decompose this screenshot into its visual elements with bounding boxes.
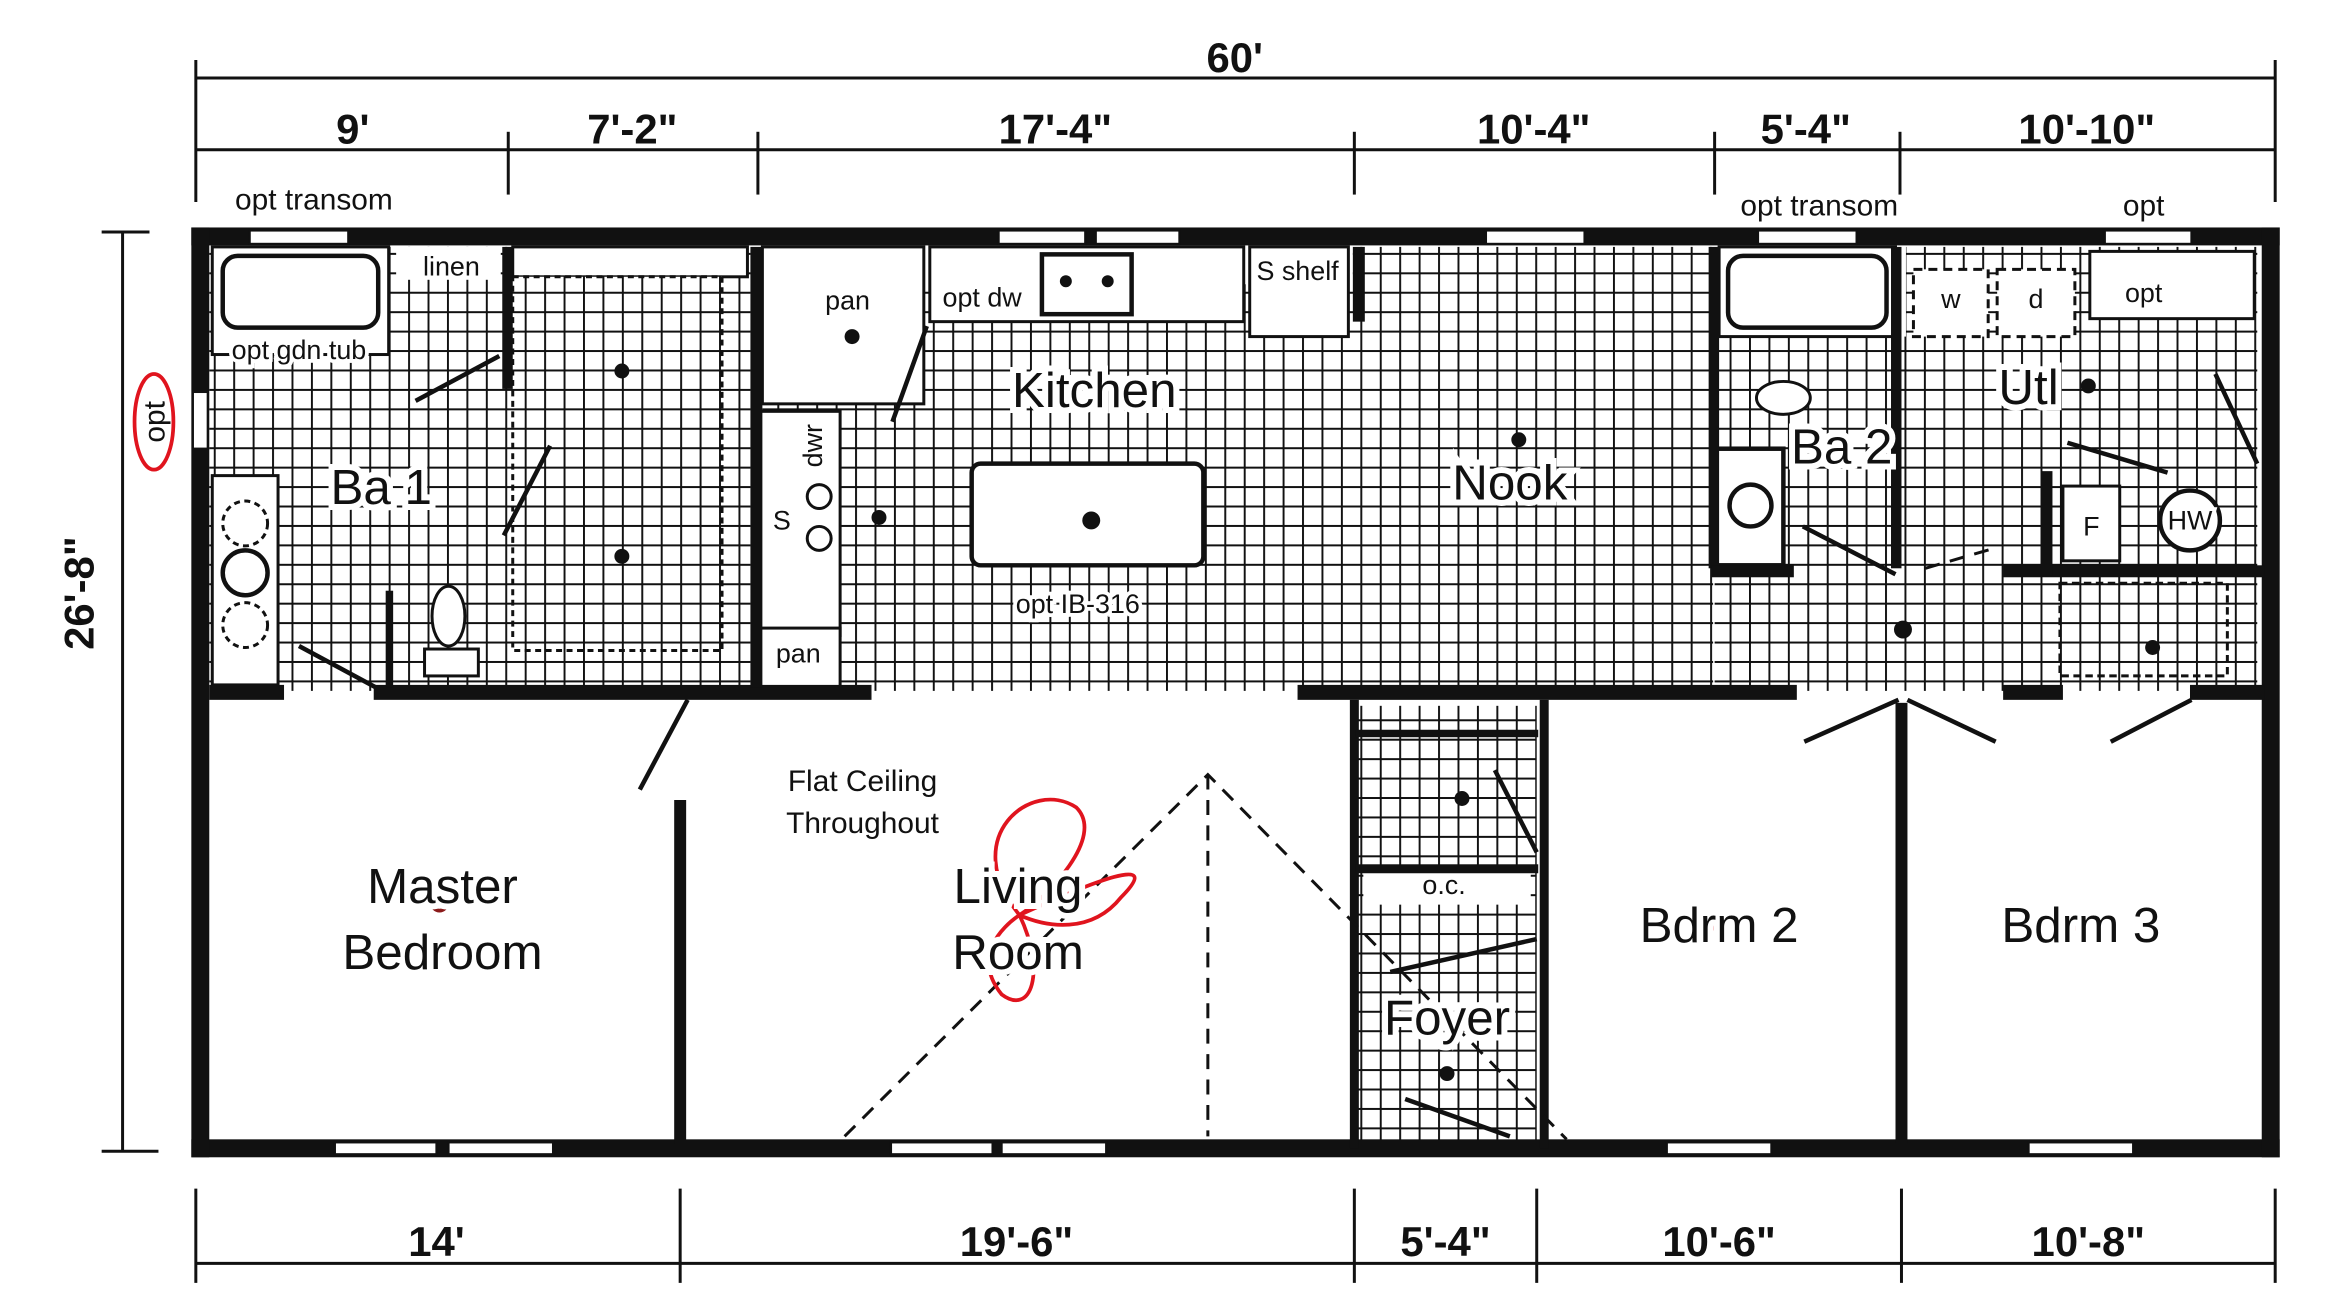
bottom-dim-2: 19'-6" (960, 1218, 1074, 1265)
top-dim-1: 9' (336, 106, 369, 153)
room-nook: Nook (1452, 456, 1567, 511)
top-dim-5: 5'-4" (1761, 106, 1851, 153)
windows (191, 229, 2193, 1156)
label-furnace: F (2083, 511, 2099, 541)
label-pan-top: pan (825, 286, 870, 316)
room-ba1: Ba 1 (330, 460, 431, 515)
bottom-dim-1: 14' (408, 1218, 465, 1265)
flat-ceiling-note: Throughout (786, 807, 940, 840)
bottom-dim-3: 5'-4" (1400, 1218, 1490, 1265)
top-dim-6: 10'-10" (2018, 106, 2155, 153)
bottom-dim-4: 10'-6" (1662, 1218, 1776, 1265)
label-opt-dw: opt dw (943, 283, 1023, 313)
opt-top-right: opt (2123, 190, 2165, 223)
label-s-shelf: S shelf (1256, 256, 1339, 286)
fixtures (210, 245, 2256, 1082)
opt-transom-left: opt transom (235, 184, 393, 217)
door-swings (297, 325, 2260, 1139)
top-dim-4: 10'-4" (1477, 106, 1591, 153)
bottom-dim-5: 10'-8" (2032, 1218, 2146, 1265)
room-bdrm2: Bdrm 2 (1640, 898, 1799, 953)
flat-ceiling-note: Flat Ceiling (788, 765, 937, 798)
label-opt-utl: opt (2125, 278, 2163, 308)
top-dim-2: 7'-2" (587, 106, 677, 153)
red-markup (132, 372, 2083, 1002)
opt-transom-right: opt transom (1740, 190, 1898, 223)
room-master-bedroom: Master (367, 859, 518, 914)
label-dryer: d (2029, 284, 2044, 314)
room-living-room: Living (954, 859, 1083, 914)
label-opt-gdn-tub: opt gdn tub (232, 335, 367, 365)
opt-left-circled: opt (138, 400, 171, 442)
room-utl: Utl (1998, 360, 2058, 415)
dashed-lines (843, 545, 1998, 1141)
label-water-heater: HW (2168, 505, 2213, 535)
room-bdrm3: Bdrm 3 (2001, 898, 2160, 953)
label-washer: w (1940, 284, 1961, 314)
room-ba2: Ba 2 (1791, 420, 1892, 475)
room-living-room: Room (952, 925, 1084, 980)
label-linen: linen (423, 251, 480, 281)
room-foyer: Foyer (1384, 991, 1510, 1046)
overall-width-label: 60' (1207, 34, 1264, 81)
label-s: S (773, 505, 791, 535)
label-dwr: dwr (798, 424, 828, 467)
dimension-lines (101, 60, 2277, 1283)
room-kitchen: Kitchen (1012, 363, 1177, 418)
overall-depth-label: 26'-8" (55, 536, 102, 650)
label-coat-closet: o.c. (1422, 870, 1465, 900)
room-master-bedroom: Bedroom (342, 925, 542, 980)
label-opt-island: opt IB-316 (1016, 589, 1140, 619)
top-dim-3: 17'-4" (999, 106, 1113, 153)
label-pan-bottom: pan (776, 638, 821, 668)
